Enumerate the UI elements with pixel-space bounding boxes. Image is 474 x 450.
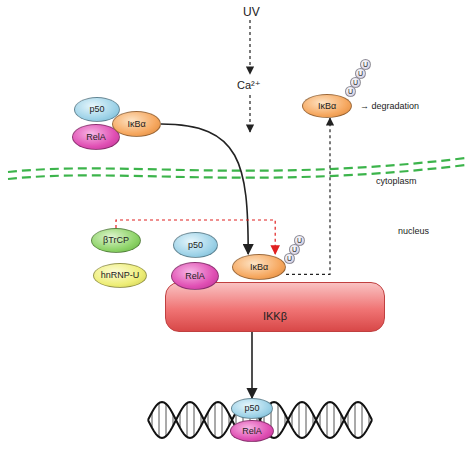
btrcp-protein: βTrCP [91, 228, 141, 253]
ubiquitin-circle: U [294, 235, 305, 246]
protein-name: p50 [89, 105, 104, 114]
protein-name: RelA [242, 427, 262, 436]
process-note: → degradation [360, 101, 419, 111]
protein-name: IκBα [127, 120, 145, 129]
ubiquitin-label: U [292, 246, 297, 253]
ubiquitin-label: U [363, 61, 368, 68]
hnrnpu-protein: hnRNP-U [93, 263, 147, 288]
protein-name: p50 [188, 241, 203, 250]
dna-rung [215, 403, 216, 437]
rela-protein: RelA [171, 262, 219, 290]
protein-name: hnRNP-U [101, 271, 140, 280]
ubiquitin-label: U [287, 255, 292, 262]
p50-protein: p50 [173, 232, 218, 258]
rela-protein: RelA [230, 420, 274, 442]
ikba-protein: IκBα [302, 94, 352, 118]
compartment-label: cytoplasm [376, 176, 417, 186]
dna-rung [334, 404, 335, 436]
dna-rung [362, 404, 363, 436]
ubiquitin-label: U [297, 237, 302, 244]
protein-name: IκBα [250, 263, 268, 272]
signal-arrow [249, 95, 250, 132]
dna-rung [194, 404, 195, 436]
ikba-protein: IκBα [112, 111, 161, 137]
pathway-arrow [161, 124, 248, 254]
protein-name: IκBα [318, 102, 336, 111]
protein-name: IKKβ [263, 311, 287, 322]
protein-name: RelA [86, 133, 106, 142]
dna-rung [299, 403, 300, 437]
ubiquitin-label: U [358, 70, 363, 77]
ubiquitin-label: U [353, 79, 358, 86]
dna-rung [327, 403, 328, 437]
stimulus-label: UV [243, 5, 260, 19]
signal-arrow [249, 20, 250, 74]
pathway-arrow [286, 118, 330, 274]
protein-name: p50 [244, 404, 259, 413]
dna-rung [306, 404, 307, 436]
nuclear-membrane [8, 158, 466, 172]
dna-rung [187, 403, 188, 437]
compartment-label: nucleus [398, 226, 429, 236]
ikba-protein: IκBα [232, 254, 286, 280]
p50-protein: p50 [231, 398, 273, 419]
dna-rung [355, 403, 356, 437]
dna-rung [166, 404, 167, 436]
protein-name: RelA [185, 272, 205, 281]
protein-name: βTrCP [103, 236, 129, 245]
pathway-arrow [116, 220, 275, 254]
ubiquitin-label: U [348, 88, 353, 95]
dna-rung [278, 404, 279, 436]
ion-label: Ca²⁺ [237, 79, 261, 92]
ubiquitin-circle: U [360, 59, 371, 70]
pathway-arrow [251, 332, 253, 398]
dna-rung [159, 403, 160, 437]
dna-rung [222, 404, 223, 436]
